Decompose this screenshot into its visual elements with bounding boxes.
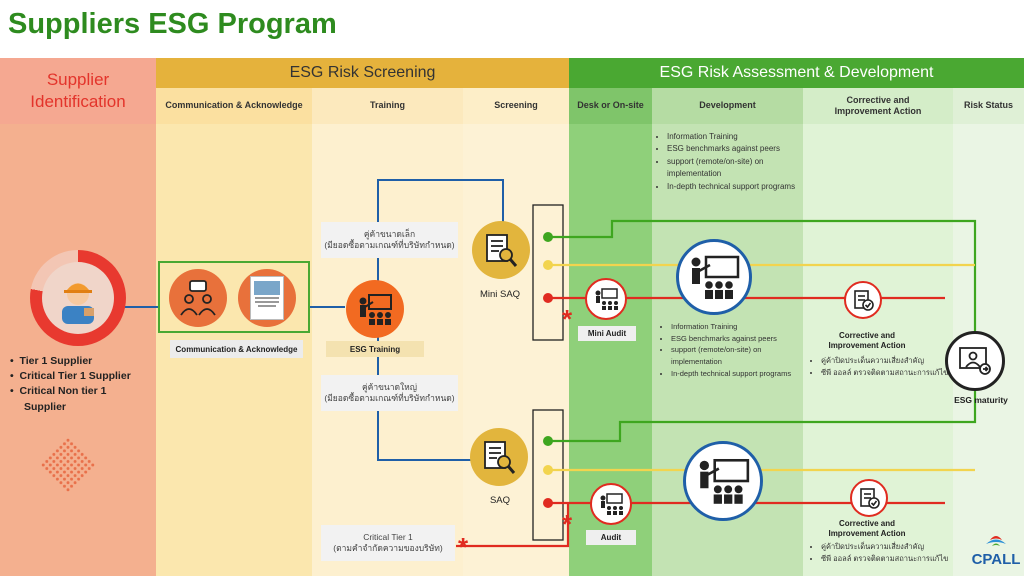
development-item: In-depth technical support programs: [667, 181, 802, 193]
development-item: Information Training: [671, 321, 802, 333]
development-item: support (remote/on-site) on implementati…: [671, 344, 802, 367]
supplier-type-item: • Tier 1 Supplier: [10, 355, 93, 367]
supplier-type-item: • Critical Tier 1 Supplier: [10, 370, 131, 383]
supplier-type-item: • Critical Non tier 1 Supplier: [10, 385, 107, 413]
svg-text:*: *: [562, 304, 573, 334]
col-desk: Desk or On-site: [569, 88, 652, 124]
audit-icon: [585, 278, 627, 320]
maturity-icon: [945, 331, 1005, 391]
supplier-avatar-icon: [42, 262, 114, 334]
development-item: ESG benchmarks against peers: [667, 143, 802, 155]
col-development: Development: [652, 88, 803, 124]
col-corrective: Corrective and Improvement Action: [803, 88, 953, 124]
corrective-icon: [850, 479, 888, 517]
training-icon: [346, 280, 404, 338]
stage-screening: ESG Risk Screening: [156, 58, 569, 88]
col-communication: Communication & Acknowledge: [156, 88, 312, 124]
col-screening: Screening: [463, 88, 569, 124]
communication-label: Communication & Acknowledge: [170, 340, 303, 358]
corrective-icon: [844, 281, 882, 319]
development-list-mid: Information Training ESG benchmarks agai…: [660, 321, 802, 379]
cpall-logo: CPALL: [972, 532, 1020, 572]
mini-audit-label: Mini Audit: [578, 326, 636, 341]
corrective-list-bottom: คู่ค้าปิดประเด็นความเสี่ยงสำคัญ ซีพี ออล…: [810, 541, 950, 564]
corrective-item: ซีพี ออลล์ ตรวจติดตามสถานะการแก้ไข: [821, 553, 950, 565]
development-list-top: Information Training ESG benchmarks agai…: [656, 131, 802, 193]
svg-text:*: *: [562, 509, 573, 539]
supplier-type-list: • Tier 1 Supplier • Critical Tier 1 Supp…: [10, 354, 150, 415]
col-risk-status: Risk Status: [953, 88, 1024, 124]
presentation-icon: [676, 239, 752, 315]
saq-label: SAQ: [489, 495, 511, 506]
training-label: ESG Training: [326, 341, 424, 357]
critical-tier1-box: Critical Tier 1 (ตามคำจำกัดความของบริษัท…: [321, 525, 455, 561]
esg-maturity-label: ESG maturity: [954, 395, 1008, 405]
corrective-title-top: Corrective and Improvement Action: [828, 331, 906, 351]
col-training: Training: [312, 88, 463, 124]
presentation-icon: [683, 441, 763, 521]
corrective-item: คู่ค้าปิดประเด็นความเสี่ยงสำคัญ: [821, 541, 950, 553]
stage-identification: Supplier Identification: [0, 58, 156, 124]
communication-box: [158, 261, 310, 333]
document-icon: [238, 269, 296, 327]
svg-text:*: *: [458, 532, 469, 562]
corrective-item: คู่ค้าปิดประเด็นความเสี่ยงสำคัญ: [821, 355, 950, 367]
large-supplier-box: คู่ค้าขนาดใหญ่ (มียอดซื้อตามเกณฑ์ที่บริษ…: [321, 375, 458, 411]
stage-assessment: ESG Risk Assessment & Development: [569, 58, 1024, 88]
corrective-list-top: คู่ค้าปิดประเด็นความเสี่ยงสำคัญ ซีพี ออล…: [810, 355, 950, 378]
corrective-item: ซีพี ออลล์ ตรวจติดตามสถานะการแก้ไข: [821, 367, 950, 379]
development-item: ESG benchmarks against peers: [671, 333, 802, 345]
svg-text:CPALL: CPALL: [972, 551, 1020, 568]
corrective-title-bottom: Corrective and Improvement Action: [828, 519, 906, 539]
small-supplier-box: คู่ค้าขนาดเล็ก (มียอดซื้อตามเกณฑ์ที่บริษ…: [321, 222, 458, 258]
development-item: Information Training: [667, 131, 802, 143]
supplier-ring: [30, 250, 126, 346]
mini-saq-label: Mini SAQ: [479, 289, 521, 300]
page-title: Suppliers ESG Program: [8, 8, 337, 40]
audit-icon: [590, 483, 632, 525]
development-item: support (remote/on-site) on implementati…: [667, 156, 802, 181]
search-document-icon: [472, 221, 530, 279]
search-document-icon: [470, 428, 528, 486]
audit-label: Audit: [586, 530, 636, 545]
development-item: In-depth technical support programs: [671, 368, 802, 380]
meeting-icon: [169, 269, 227, 327]
